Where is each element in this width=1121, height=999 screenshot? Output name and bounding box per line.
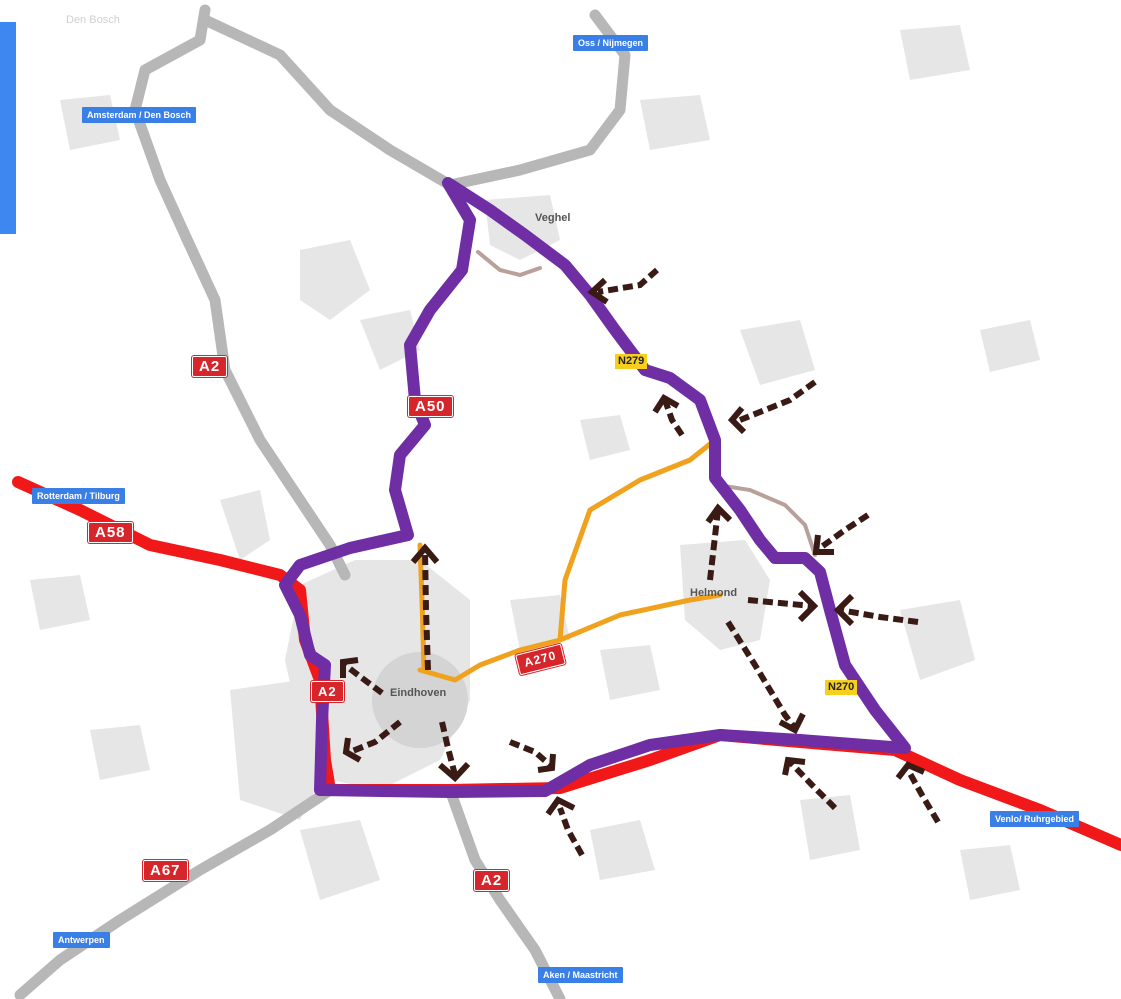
sign-aken: Aken / Maastricht [538,967,623,983]
arrow-eindhoven-west [340,657,384,696]
arrow-eindhoven-southwest [342,719,402,763]
urban-area-ne-2 [900,25,970,80]
arrow-southcenter-2 [545,796,585,857]
urban-area-se-1 [960,845,1020,900]
urban-area-east-1 [900,600,975,680]
arrow-helmond-east-in [747,589,819,623]
road-veghel-link [476,250,542,278]
road-a2-north [129,4,351,581]
urban-area-center-3 [600,645,660,700]
route-eindhoven-north [417,542,427,673]
arrow-southeast-2 [895,761,941,824]
shield-n270: N270 [825,680,858,695]
sidebar-tab[interactable] [0,22,16,234]
urban-area-east-3 [980,320,1040,372]
place-eindhoven: Eindhoven [390,687,447,699]
shield-n279: N279 [615,354,648,369]
urban-area-helmond [680,540,770,650]
road-a2-south [444,784,566,999]
urban-areas [30,25,1040,900]
urban-area-south-1 [300,820,380,900]
arrow-helmond-ne [812,512,870,555]
route-a270 [417,592,723,683]
arrow-southeast-1 [782,756,838,811]
brown-roads [476,250,817,557]
arrows [340,267,941,857]
urban-area-center-2 [580,415,630,460]
purple-ring-route [279,177,911,798]
urban-area-north-1 [300,240,370,320]
urban-area-south-3 [800,795,860,860]
arrow-eindhoven-north [410,543,440,671]
road-a67 [14,784,336,999]
sign-oss: Oss / Nijmegen [573,35,649,51]
arrow-n279-east [727,379,817,435]
shield-a67: A67 [143,860,188,881]
urban-area-w-2 [30,575,90,630]
sign-rotterdam: Rotterdam / Tilburg [32,488,125,504]
arrow-veghel-east [587,267,659,305]
arrow-helmond-north [705,503,733,581]
route-n279-link [557,437,718,643]
shield-a50: A50 [408,396,453,417]
arrow-n279-south [652,393,685,437]
place-helmond: Helmond [690,587,738,599]
sign-antwerpen: Antwerpen [53,932,110,948]
road-helmond-north [716,483,817,557]
arrow-eindhoven-south [438,721,471,783]
sign-amsterdam: Amsterdam / Den Bosch [82,107,197,123]
shield-a58: A58 [88,522,133,543]
urban-area-sw-2 [90,725,150,780]
orange-routes [417,437,723,683]
road-a2-den-bosch-link [199,14,456,191]
arrow-helmond-south [725,620,806,735]
sign-venlo: Venlo/ Ruhrgebied [990,811,1080,827]
urban-area-center-1 [510,595,570,650]
urban-area-southwest [230,680,330,820]
place-veghel: Veghel [535,212,571,224]
shield-a2-north: A2 [192,356,228,377]
urban-area-south-2 [590,820,655,880]
place-den-bosch: Den Bosch [66,14,120,26]
urban-area-east-2 [740,320,815,385]
shield-a2-south: A2 [474,870,510,891]
arrow-southcenter-1 [508,739,556,773]
urban-area-ne-1 [640,95,710,150]
arrow-helmond-east-out [833,593,919,627]
urban-area-west-1 [220,490,270,560]
shield-a2-left: A2 [311,681,344,702]
